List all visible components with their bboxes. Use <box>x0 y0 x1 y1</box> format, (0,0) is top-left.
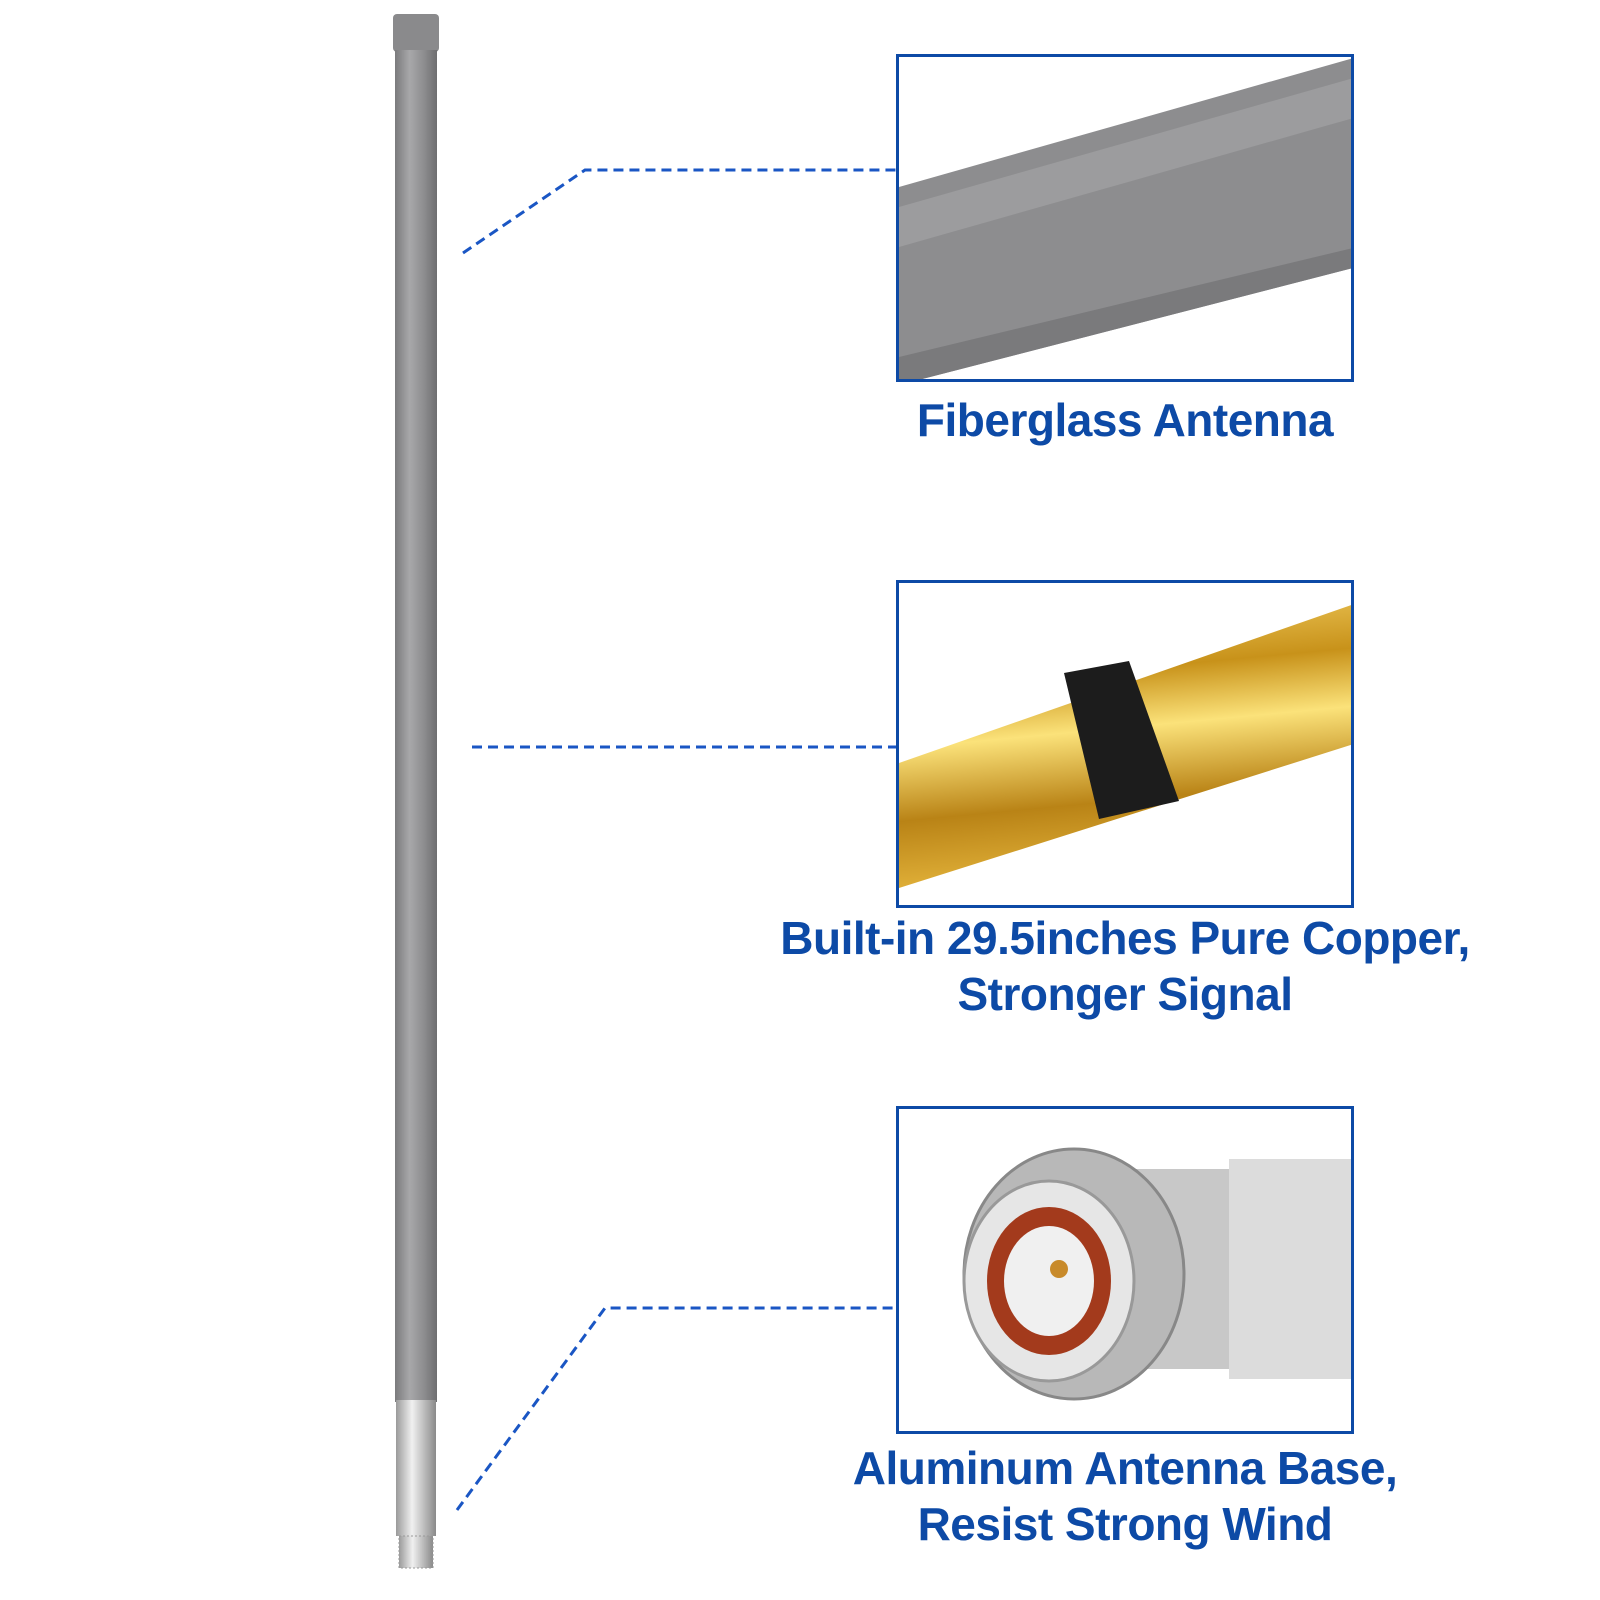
fiberglass-detail-panel <box>896 54 1354 382</box>
copper-rod-image <box>899 605 1351 888</box>
caption-fiberglass: Fiberglass Antenna <box>896 392 1354 448</box>
caption-line: Aluminum Antenna Base, <box>852 1442 1398 1494</box>
fiberglass-tube-image <box>899 58 1351 379</box>
caption-base: Aluminum Antenna Base, Resist Strong Win… <box>800 1440 1450 1552</box>
n-connector-image <box>962 1147 1351 1401</box>
connector-detail-panel <box>896 1106 1354 1434</box>
copper-detail-panel <box>896 580 1354 908</box>
caption-line: Built-in 29.5inches Pure Copper, <box>780 912 1470 964</box>
antenna <box>393 14 439 1569</box>
caption-line: Fiberglass Antenna <box>916 394 1334 446</box>
caption-line: Stronger Signal <box>957 968 1293 1020</box>
caption-copper: Built-in 29.5inches Pure Copper, Stronge… <box>720 910 1530 1022</box>
callout-lines <box>455 168 896 1511</box>
caption-line: Resist Strong Wind <box>917 1498 1333 1550</box>
